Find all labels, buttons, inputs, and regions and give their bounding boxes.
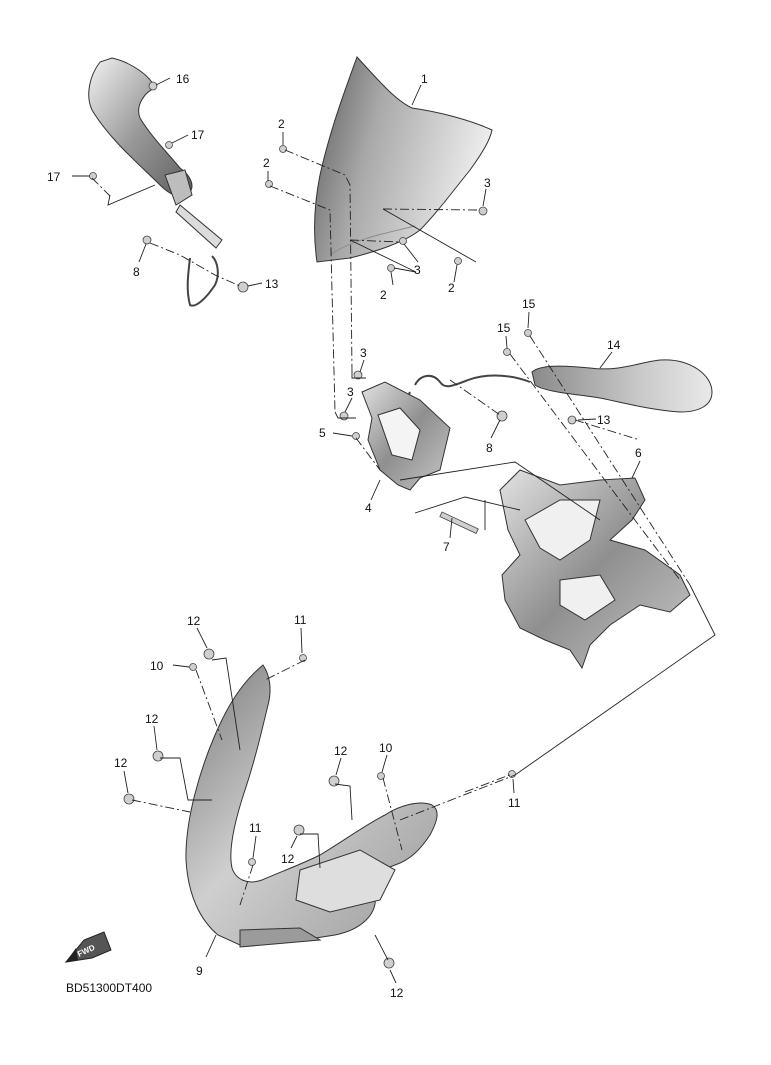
nut-icon bbox=[567, 415, 577, 425]
grommet-icon bbox=[328, 775, 340, 787]
nut-icon bbox=[339, 411, 349, 421]
callout-11: 11 bbox=[508, 796, 521, 810]
callout-10: 10 bbox=[379, 741, 393, 755]
fwd-arrow-icon: FWD bbox=[64, 931, 112, 963]
grommet-icon bbox=[123, 793, 135, 805]
callout-15: 15 bbox=[497, 321, 511, 335]
callout-2: 2 bbox=[380, 288, 387, 302]
drawing-code: BD51300DT400 bbox=[66, 981, 153, 995]
stay-frame bbox=[499, 469, 691, 670]
callout-2: 2 bbox=[278, 117, 285, 131]
mirror-right bbox=[406, 359, 713, 413]
callout-10: 10 bbox=[150, 659, 164, 673]
nut-icon bbox=[478, 206, 488, 216]
grommet-icon bbox=[152, 750, 164, 762]
screw-icon bbox=[165, 141, 173, 149]
callout-8: 8 bbox=[486, 441, 493, 455]
fasteners bbox=[89, 81, 577, 969]
screw-icon bbox=[352, 432, 360, 440]
callout-12: 12 bbox=[114, 756, 128, 770]
callout-7: 7 bbox=[443, 540, 450, 554]
screw-icon bbox=[279, 145, 287, 153]
screw-icon bbox=[265, 180, 273, 188]
screw-icon bbox=[148, 81, 158, 91]
callout-17: 17 bbox=[47, 170, 61, 184]
screw-icon bbox=[454, 257, 462, 265]
callout-3: 3 bbox=[414, 263, 421, 277]
callout-2: 2 bbox=[263, 156, 270, 170]
callout-13: 13 bbox=[597, 413, 611, 427]
mount-bracket bbox=[361, 381, 451, 491]
callout-5: 5 bbox=[319, 426, 326, 440]
nut-icon bbox=[496, 410, 508, 422]
screw-icon bbox=[377, 772, 385, 780]
nut-icon bbox=[237, 281, 249, 293]
grommet-icon bbox=[383, 957, 395, 969]
callout-3: 3 bbox=[484, 176, 491, 190]
callout-12: 12 bbox=[334, 744, 348, 758]
nut-icon bbox=[142, 235, 152, 245]
grommet-icon bbox=[293, 824, 305, 836]
callout-12: 12 bbox=[390, 986, 404, 1000]
callout-8: 8 bbox=[133, 265, 140, 279]
callout-3: 3 bbox=[347, 385, 354, 399]
mirror-right-icon bbox=[531, 359, 713, 413]
screw-icon bbox=[503, 348, 511, 356]
windshield bbox=[314, 56, 493, 263]
screw-icon bbox=[299, 654, 307, 662]
windshield-icon bbox=[314, 56, 493, 263]
screw-icon bbox=[387, 264, 395, 272]
nut-icon bbox=[353, 370, 363, 380]
callout-11: 11 bbox=[294, 613, 307, 627]
grommet-icon bbox=[203, 648, 215, 660]
nut-icon bbox=[399, 237, 407, 245]
callout-11: 11 bbox=[249, 821, 262, 835]
callout-2: 2 bbox=[448, 281, 455, 295]
callout-17: 17 bbox=[191, 128, 205, 142]
callout-13: 13 bbox=[265, 277, 279, 291]
mirror-left bbox=[88, 57, 223, 307]
bolt-icon bbox=[439, 511, 479, 534]
callouts: 16 17 17 8 13 1 2 2 3 3 2 2 3 3 5 4 6 7 … bbox=[47, 72, 642, 1000]
screw-icon bbox=[524, 329, 532, 337]
callout-6: 6 bbox=[635, 446, 642, 460]
callout-12: 12 bbox=[187, 614, 201, 628]
callout-12: 12 bbox=[145, 712, 159, 726]
leader-lines bbox=[72, 77, 716, 984]
screw-icon bbox=[189, 663, 197, 671]
callout-12: 12 bbox=[281, 852, 295, 866]
callout-16: 16 bbox=[176, 72, 190, 86]
screw-icon bbox=[248, 858, 256, 866]
callout-4: 4 bbox=[365, 501, 372, 515]
callout-14: 14 bbox=[607, 338, 621, 352]
callout-15: 15 bbox=[522, 297, 536, 311]
lower-cowl bbox=[185, 664, 438, 948]
callout-9: 9 bbox=[196, 964, 203, 978]
callout-3: 3 bbox=[360, 346, 367, 360]
callout-1: 1 bbox=[421, 72, 428, 86]
